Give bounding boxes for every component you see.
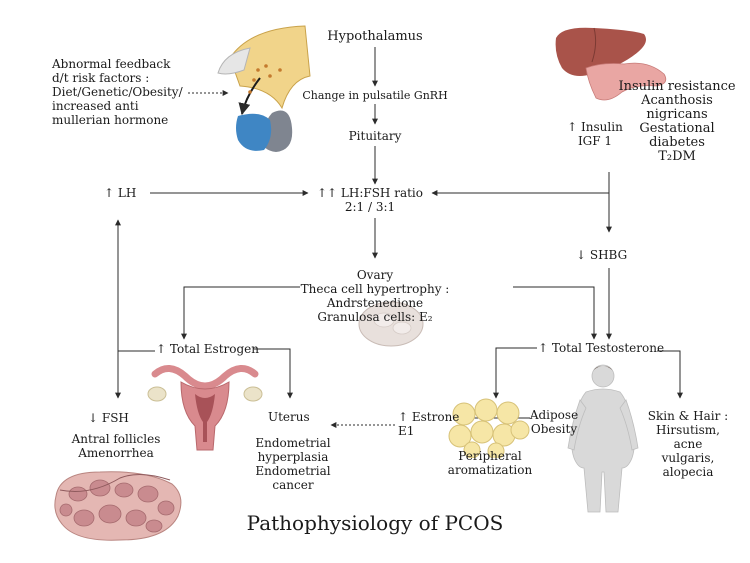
total-estrogen-label: ↑ Total Estrogen	[156, 342, 260, 356]
hypothalamus-label: Hypothalamus	[327, 29, 423, 44]
antral-follicles-label: Antral follicles Amenorrhea	[71, 432, 161, 460]
polycystic-ovary-icon	[54, 471, 182, 541]
arrow-ovary-estrogen	[181, 286, 300, 340]
arrow-insulin-ratio	[431, 172, 610, 196]
total-testosterone-label: ↑ Total Testosterone	[538, 341, 665, 355]
arrow-ovary-testosterone	[513, 286, 597, 340]
uterus-label: Uterus	[268, 410, 310, 424]
gnrh-label: Change in pulsatile GnRH	[302, 89, 448, 102]
ovary-label: Ovary Theca cell hypertrophy : Andrstene…	[300, 268, 450, 324]
liver-pancreas-icon	[555, 27, 667, 101]
shbg-label: ↓ SHBG	[576, 248, 628, 262]
arrow-testosterone-estrone	[493, 347, 537, 399]
peripheral-aromatization-label: Peripheral aromatization	[447, 449, 533, 477]
uterus-icon	[147, 365, 263, 451]
risk-factors-label: Abnormal feedback d/t risk factors : Die…	[52, 57, 183, 127]
lh-label: ↑ LH	[104, 186, 137, 200]
arrow-testosterone-skin	[657, 350, 683, 399]
insulin-effects-label: Insulin resistance Acanthosis nigricans …	[618, 79, 736, 164]
insulin-igf-label: ↑ Insulin IGF 1	[567, 120, 623, 148]
estrone-label: ↑ Estrone E1	[398, 410, 460, 438]
endometrial-label: Endometrial hyperplasia Endometrial canc…	[255, 436, 331, 492]
hypothalamus-pituitary-icon	[217, 25, 311, 152]
arrow-estrogen-uterus	[254, 348, 293, 399]
skin-hair-label: Skin & Hair : Hirsutism, acne vulgaris, …	[647, 409, 729, 479]
lh-fsh-ratio-label: ↑↑ LH:FSH ratio 2:1 / 3:1	[316, 186, 423, 214]
adipose-cells-icon	[448, 398, 530, 458]
ovary-cyst-icon	[358, 301, 424, 347]
adipose-label: Adipose Obesity	[529, 408, 579, 436]
obese-woman-icon	[567, 364, 639, 513]
diagram-title: Pathophysiology of PCOS	[246, 511, 504, 535]
pituitary-label: Pituitary	[348, 129, 402, 143]
fsh-label: ↓ FSH	[88, 411, 129, 425]
